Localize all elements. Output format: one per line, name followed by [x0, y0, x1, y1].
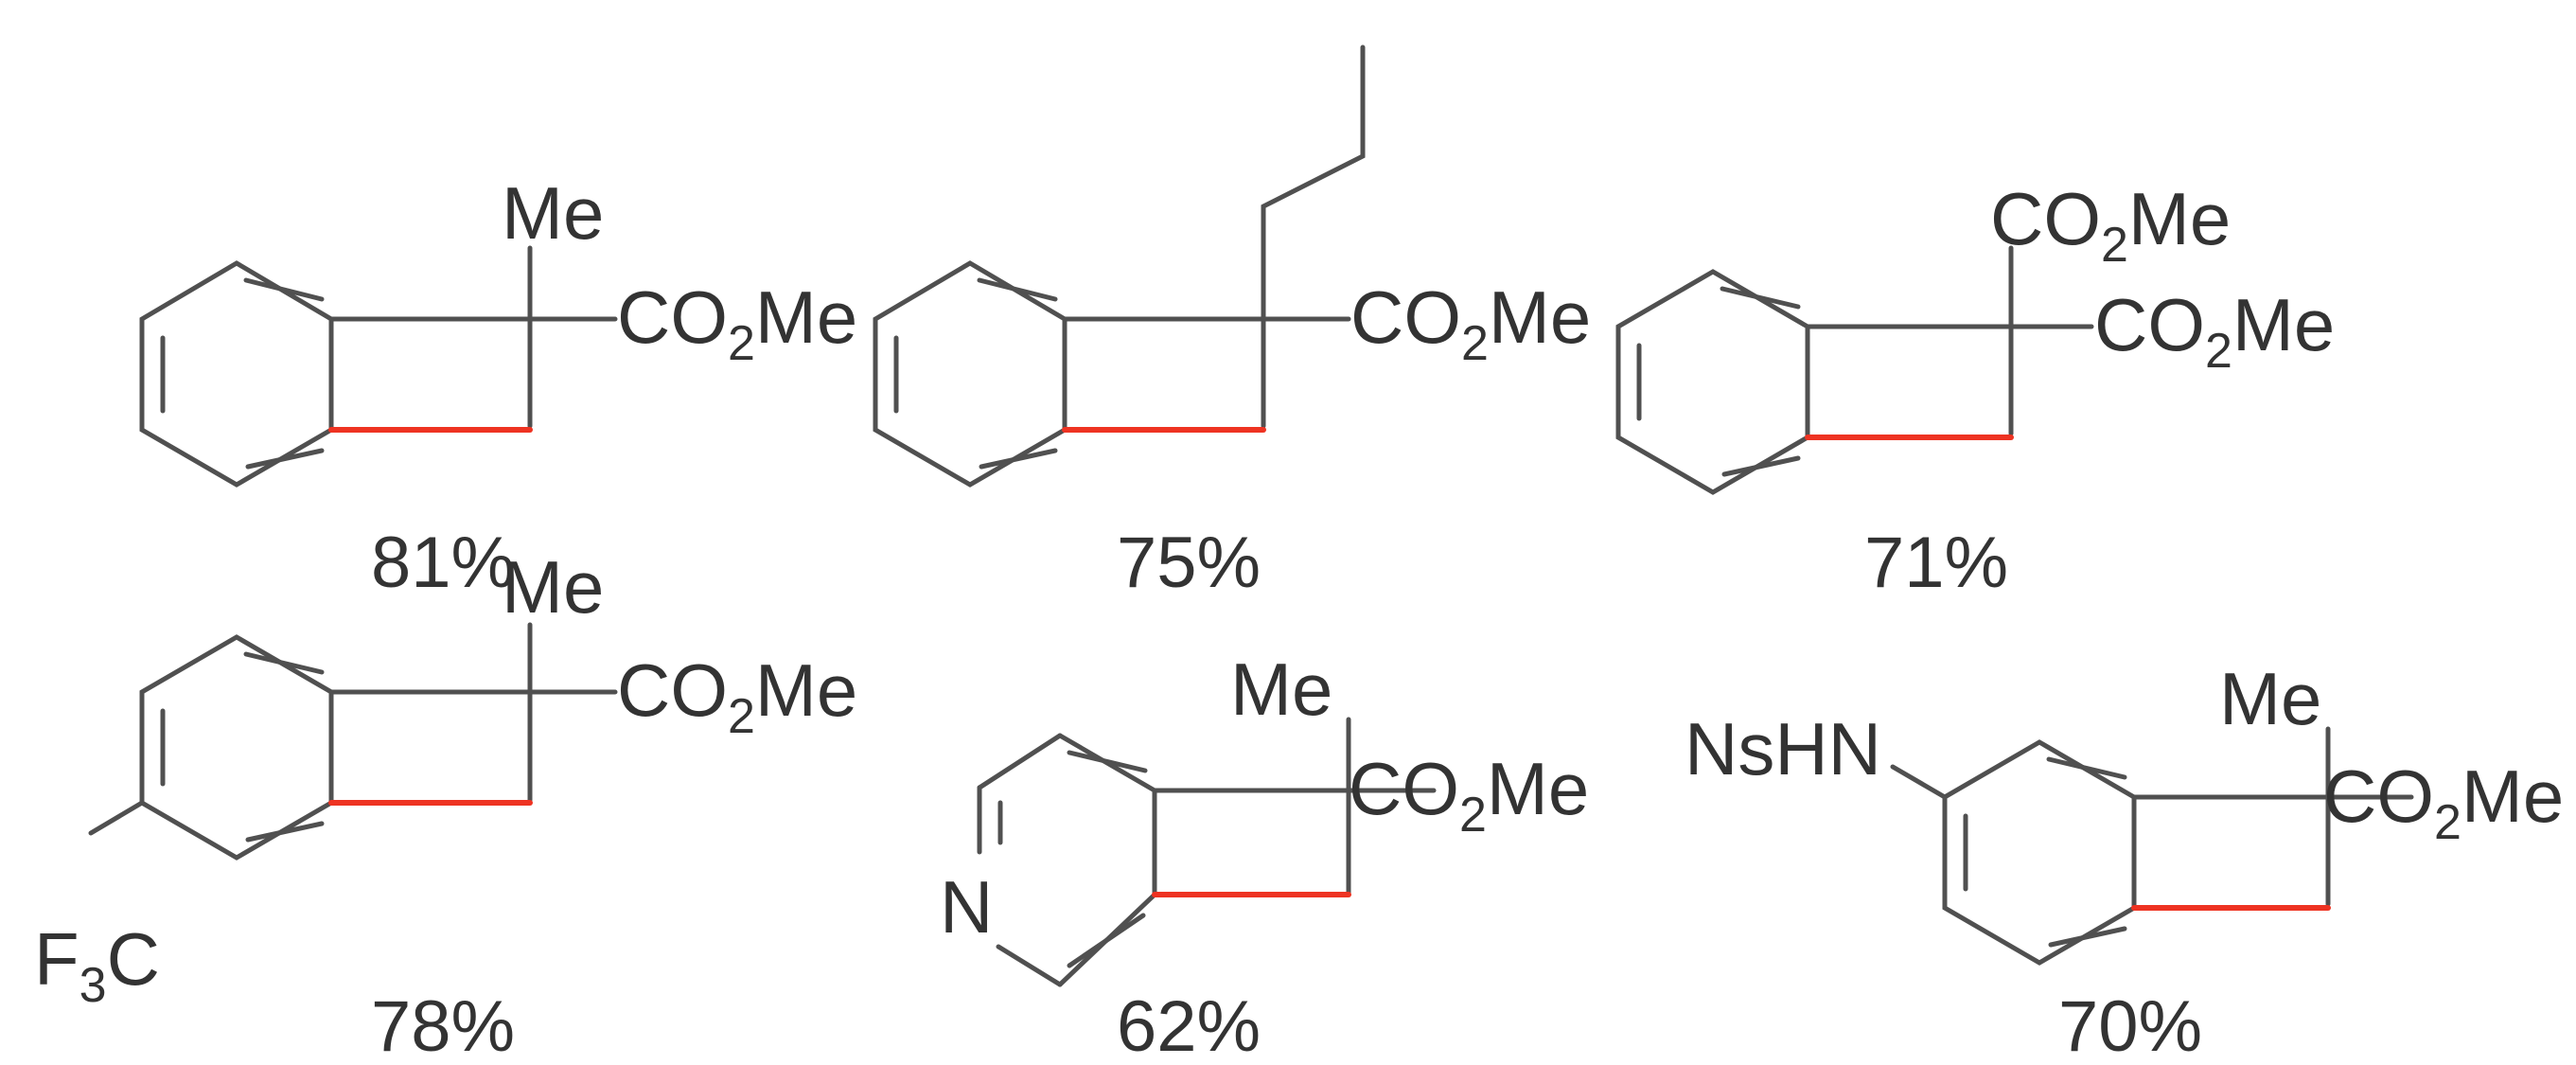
compound-2-bonds	[873, 44, 1366, 488]
compound-4-cf3-label: F3C	[34, 917, 160, 1013]
compound-1-ester-label: CO2Me	[617, 275, 857, 371]
compound-4: Me CO2Me F3C 78%	[34, 545, 857, 1065]
compound-2-yield: 75%	[1117, 523, 1261, 603]
compound-3-bonds	[1615, 245, 2094, 495]
compound-6-ester-label: CO2Me	[2323, 754, 2564, 850]
compound-2: CO2Me 75%	[873, 44, 1591, 603]
compound-5-nitrogen-label: N	[940, 865, 993, 949]
compound-3-yield: 71%	[1864, 523, 2008, 603]
compound-6: Me CO2Me NsHN 70%	[1685, 657, 2564, 1065]
compound-4-yield: 78%	[371, 986, 515, 1065]
compound-6-yield: 70%	[2058, 986, 2202, 1065]
compound-2-propyl-chain	[1261, 44, 1366, 322]
compound-1-bonds	[139, 245, 618, 488]
compound-3-top-label: CO2Me	[1990, 177, 2231, 273]
compound-3-ester-label: CO2Me	[2094, 283, 2335, 379]
compound-1: Me CO2Me 81%	[139, 171, 857, 603]
compound-1-yield: 81%	[371, 523, 515, 603]
compound-6-top-label: Me	[2219, 657, 2321, 740]
compound-5-yield: 62%	[1117, 986, 1261, 1065]
compound-5-top-label: Me	[1230, 648, 1332, 731]
compound-5-ester-label: CO2Me	[1349, 747, 1589, 843]
compound-6-bonds	[1890, 726, 2414, 966]
compound-4-ester-label: CO2Me	[617, 648, 857, 744]
compound-2-ester-label: CO2Me	[1350, 275, 1591, 371]
compound-3: CO2Me CO2Me 71%	[1615, 177, 2335, 603]
compound-5-bonds	[977, 717, 1437, 987]
compound-4-top-label: Me	[502, 545, 604, 629]
compound-5: Me CO2Me N 62%	[940, 648, 1589, 1065]
compound-4-bonds	[88, 622, 618, 861]
compound-6-nshn-label: NsHN	[1685, 707, 1881, 790]
compound-1-top-label: Me	[502, 171, 604, 255]
